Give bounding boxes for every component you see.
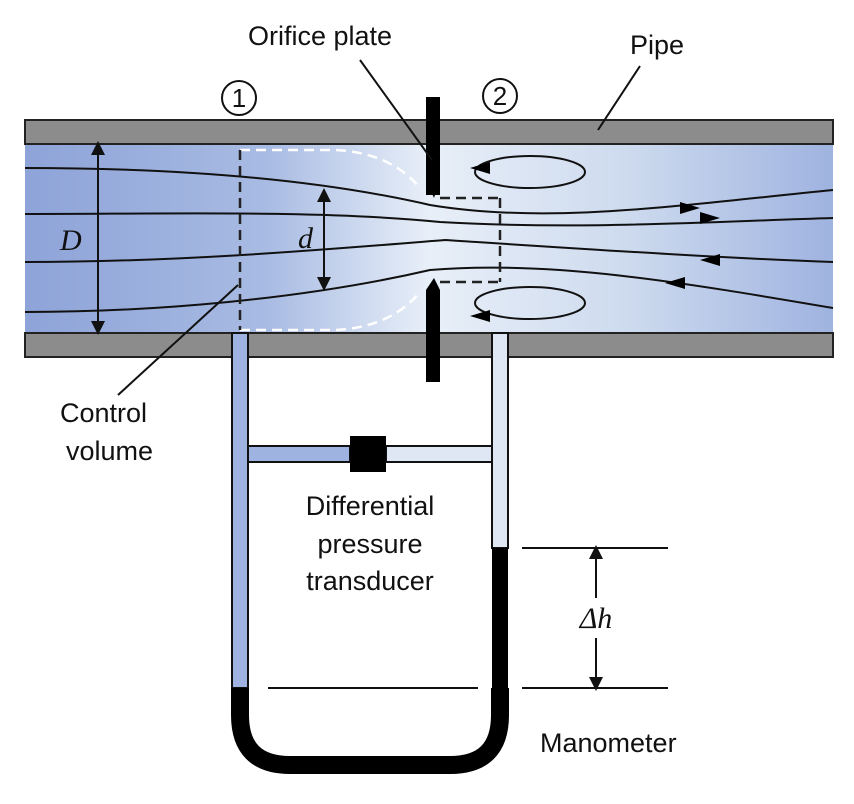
transducer-label-line2: pressure — [317, 529, 422, 559]
small-d-label: d — [298, 222, 314, 255]
pressure-transducer-block — [350, 436, 386, 472]
station-2-label: 2 — [493, 81, 507, 111]
control-volume-label-line2: volume — [66, 436, 153, 466]
station-2-marker — [482, 78, 518, 114]
big-d-label: D — [59, 224, 82, 257]
pipe-leader — [597, 65, 641, 131]
transducer-label-line1: Differential — [306, 491, 435, 521]
transducer-label-line3: transducer — [306, 566, 434, 596]
manometer-label: Manometer — [540, 728, 677, 758]
control-volume-leader — [117, 284, 239, 396]
control-volume-label-line1: Control — [60, 398, 147, 428]
orifice-plate-label: Orifice plate — [248, 21, 392, 51]
station-1-marker — [221, 80, 257, 116]
control-volume — [238, 148, 502, 332]
orifice-plate — [426, 97, 440, 382]
orifice-plate-leader — [359, 59, 433, 161]
delta-h-label: Δh — [579, 602, 613, 635]
station-1-label: 1 — [232, 83, 246, 113]
flow-arrows — [470, 162, 720, 322]
manometer-tubing — [231, 332, 509, 774]
pipe-label: Pipe — [630, 30, 684, 60]
